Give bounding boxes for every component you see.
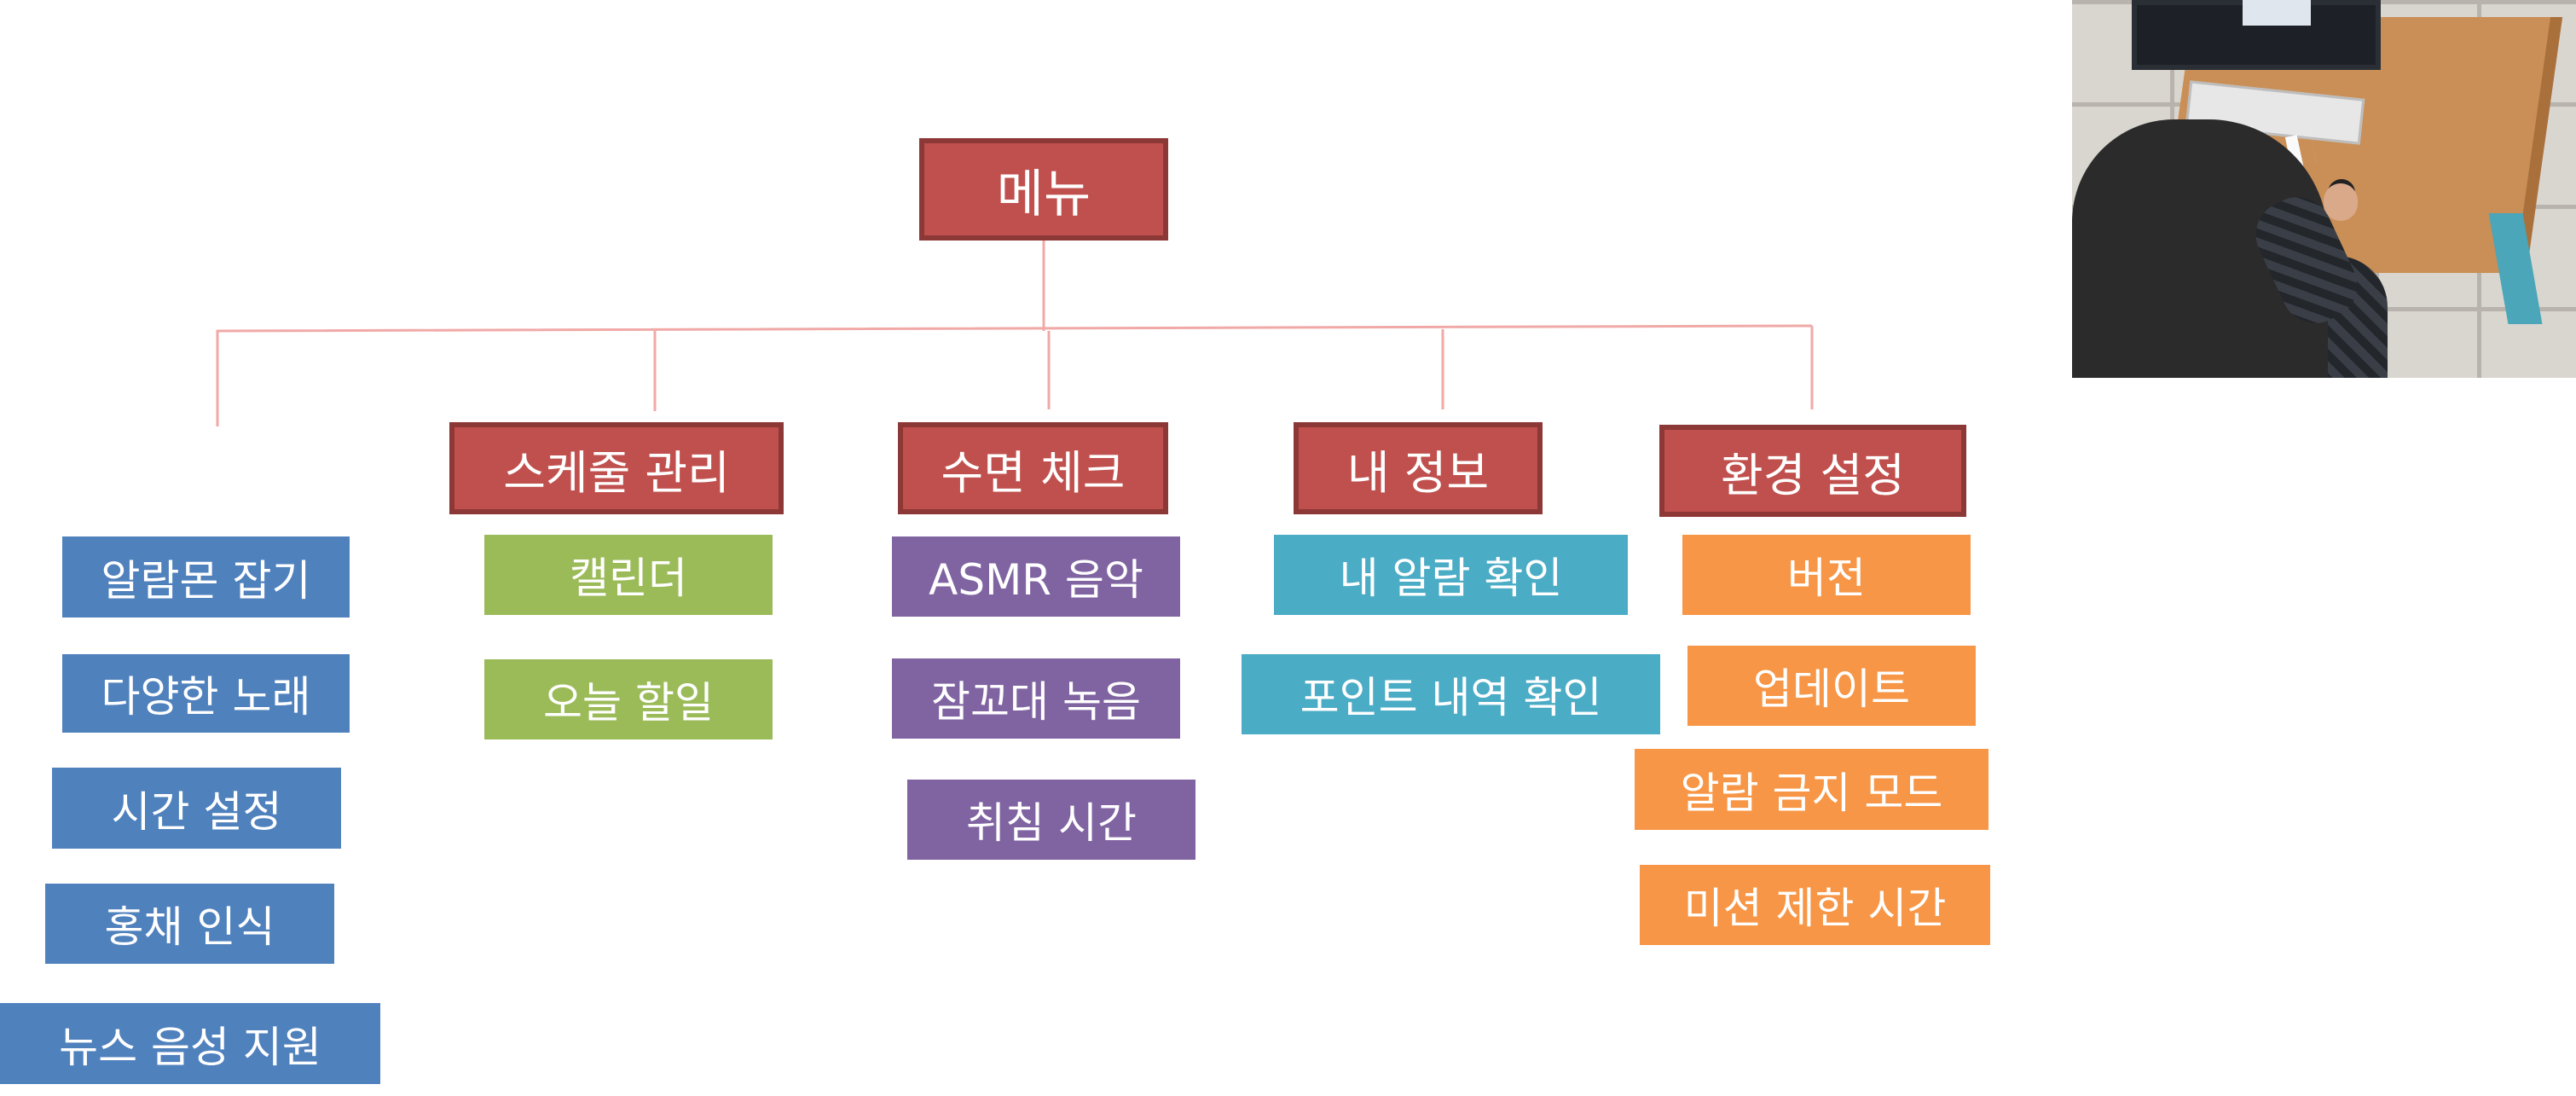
alarm-item[interactable]: 뉴스 음성 지원 bbox=[0, 1003, 380, 1084]
settings-item-label: 업데이트 bbox=[1753, 664, 1910, 714]
sleep-item[interactable]: ASMR 음악 bbox=[892, 536, 1180, 617]
category-schedule[interactable]: 스케줄 관리 bbox=[449, 422, 784, 514]
info-item-label: 포인트 내역 확인 bbox=[1300, 673, 1602, 722]
settings-item-label: 버전 bbox=[1787, 554, 1866, 603]
settings-item-label: 알람 금지 모드 bbox=[1680, 768, 1943, 818]
alarm-item-label: 홍채 인식 bbox=[104, 902, 275, 952]
category-info[interactable]: 내 정보 bbox=[1294, 422, 1543, 514]
root-label: 메뉴 bbox=[996, 164, 1091, 224]
sleep-item-label: ASMR 음악 bbox=[929, 555, 1143, 605]
alarm-item[interactable]: 다양한 노래 bbox=[62, 654, 350, 733]
screen-content bbox=[2243, 0, 2311, 26]
settings-item[interactable]: 업데이트 bbox=[1687, 646, 1976, 726]
sleep-item-label: 잠꼬대 녹음 bbox=[931, 677, 1141, 727]
info-item[interactable]: 내 알람 확인 bbox=[1274, 535, 1628, 615]
category-settings[interactable]: 환경 설정 bbox=[1659, 425, 1966, 517]
photo-thumbnail bbox=[2072, 0, 2576, 378]
sleep-item[interactable]: 취침 시간 bbox=[907, 780, 1195, 860]
settings-item-label: 미션 제한 시간 bbox=[1683, 884, 1947, 933]
alarm-item-label: 시간 설정 bbox=[111, 786, 282, 837]
person-hand bbox=[2324, 183, 2358, 221]
info-item-label: 내 알람 확인 bbox=[1339, 554, 1563, 603]
alarm-item-label: 알람몬 잡기 bbox=[101, 555, 311, 606]
schedule-item[interactable]: 캘린더 bbox=[484, 535, 773, 615]
sleep-item[interactable]: 잠꼬대 녹음 bbox=[892, 658, 1180, 739]
settings-item[interactable]: 버전 bbox=[1682, 535, 1971, 615]
settings-item[interactable]: 미션 제한 시간 bbox=[1640, 865, 1990, 945]
category-settings-label: 환경 설정 bbox=[1721, 448, 1905, 502]
alarm-item-label: 뉴스 음성 지원 bbox=[59, 1022, 321, 1072]
schedule-item-label: 오늘 할일 bbox=[543, 678, 714, 728]
category-info-label: 내 정보 bbox=[1346, 445, 1490, 500]
settings-item[interactable]: 알람 금지 모드 bbox=[1635, 749, 1988, 830]
connector-bus bbox=[216, 324, 1813, 426]
alarm-item-label: 다양한 노래 bbox=[101, 672, 311, 722]
schedule-item[interactable]: 오늘 할일 bbox=[484, 659, 773, 739]
root-node[interactable]: 메뉴 bbox=[919, 138, 1168, 241]
category-sleep-label: 수면 체크 bbox=[941, 445, 1126, 500]
alarm-item[interactable]: 알람몬 잡기 bbox=[62, 536, 350, 618]
sleep-item-label: 취침 시간 bbox=[966, 798, 1137, 848]
category-sleep[interactable]: 수면 체크 bbox=[898, 422, 1168, 514]
alarm-item[interactable]: 시간 설정 bbox=[52, 768, 341, 849]
category-schedule-label: 스케줄 관리 bbox=[503, 445, 730, 500]
alarm-item[interactable]: 홍채 인식 bbox=[45, 884, 334, 964]
schedule-item-label: 캘린더 bbox=[570, 554, 687, 603]
info-item[interactable]: 포인트 내역 확인 bbox=[1242, 654, 1660, 734]
